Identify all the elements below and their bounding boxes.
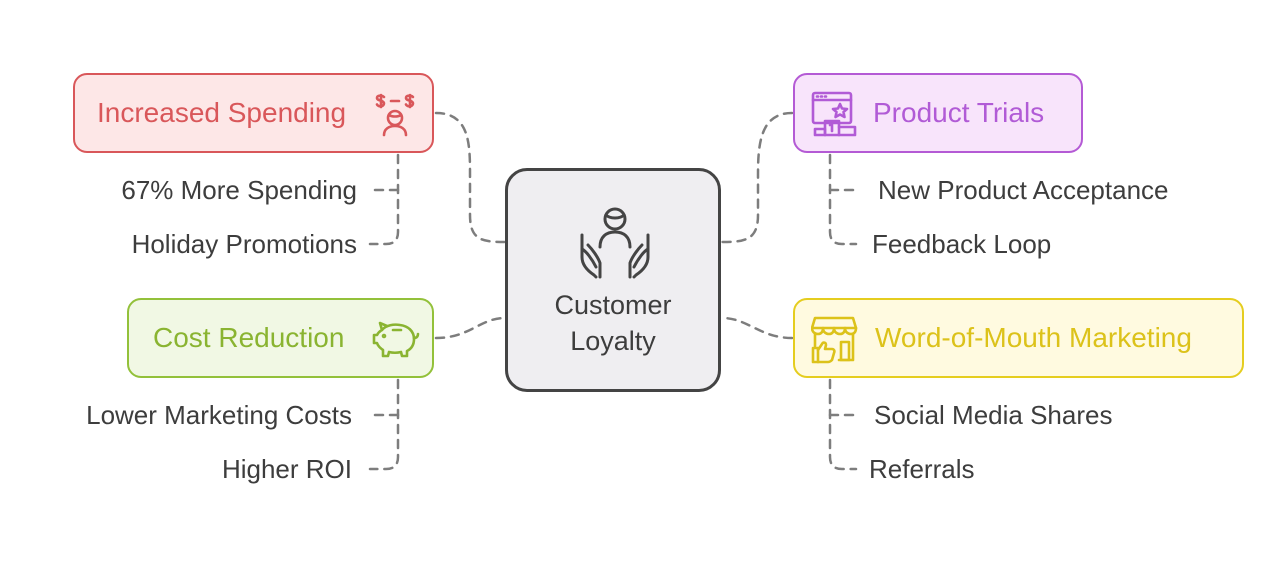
leaf-holiday-promotions: Holiday Promotions [131,229,357,259]
connector-trials-leaves [828,153,858,246]
connector-spending-leaves [368,153,400,246]
connector-center-wom [720,316,794,340]
leaf-feedback-loop: Feedback Loop [872,229,1052,259]
connector-center-cost [434,316,507,340]
branch-cost-reduction: Cost Reduction [127,298,434,378]
hands-person-icon [580,207,650,279]
piggy-bank-icon [372,321,420,358]
storefront-thumbs-up-icon [811,316,858,364]
leaf-social-media-shares: Social Media Shares [874,400,1113,430]
leaf-new-product-acceptance: New Product Acceptance [878,175,1169,205]
leaf-lower-marketing-costs: Lower Marketing Costs [86,400,352,430]
branch-product-trials: Product Trials [793,73,1083,153]
branch-title-increased-spending: Increased Spending [97,97,347,128]
connector-center-spending [434,111,507,244]
connector-wom-leaves [828,378,858,471]
leaf-higher-roi: Higher ROI [221,454,352,484]
leaf-67-more-spending: 67% More Spending [121,175,357,205]
money-person-icon [375,93,415,137]
branch-title-cost-reduction: Cost Reduction [153,322,345,353]
connector-cost-leaves [368,378,400,471]
center-node-customer-loyalty: Customer Loyalty [505,168,721,392]
branch-title-word-of-mouth-marketing: Word-of-Mouth Marketing [875,322,1192,353]
connector-center-trials [720,111,794,244]
leaf-referrals: Referrals [869,454,975,484]
branch-title-product-trials: Product Trials [873,97,1045,128]
branch-word-of-mouth-marketing: Word-of-Mouth Marketing [793,298,1244,378]
center-label: Customer Loyalty [554,290,672,356]
branch-increased-spending: Increased Spending [73,73,434,153]
product-showcase-icon [811,91,857,137]
